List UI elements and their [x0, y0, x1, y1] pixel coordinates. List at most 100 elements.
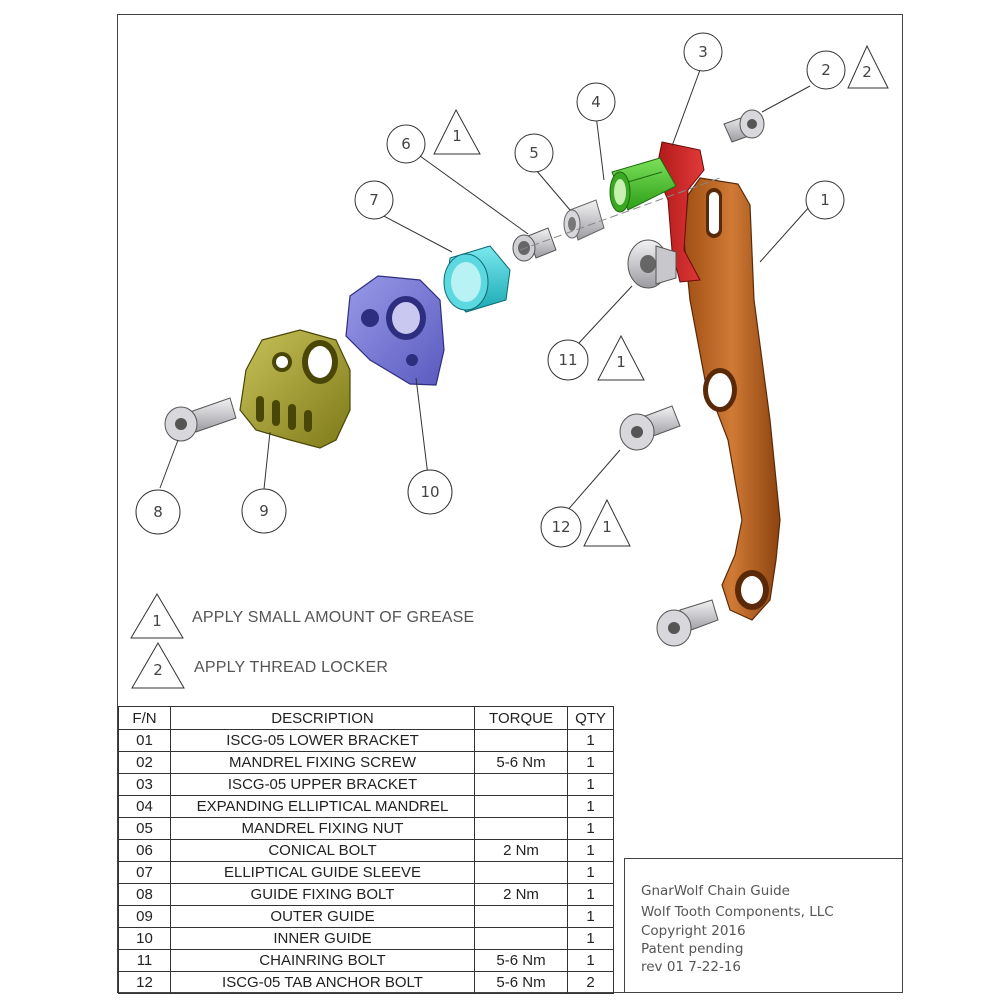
bom-cell-fn: 08 [118, 883, 171, 906]
bom-cell-qty: 1 [567, 927, 614, 950]
svg-text:6: 6 [401, 135, 411, 153]
svg-text:1: 1 [152, 612, 162, 630]
callout-1: 1 [805, 180, 845, 220]
callout-3: 3 [683, 32, 723, 72]
svg-text:APPLY THREAD LOCKER: APPLY THREAD LOCKER [194, 659, 388, 676]
bom-cell-torque: 2 Nm [474, 883, 568, 906]
bom-cell-fn: 05 [118, 817, 171, 840]
bom-header-description: DESCRIPTION [170, 706, 475, 730]
callout-2: 2 2 [806, 44, 889, 90]
tab-anchor-bolt-part-upper [619, 405, 681, 451]
bom-cell-fn: 11 [118, 949, 171, 972]
bom-cell-torque [474, 927, 568, 950]
callout-5: 5 [514, 133, 554, 173]
note-grease: 1 APPLY SMALL AMOUNT OF GREASE [130, 593, 474, 639]
svg-text:7: 7 [369, 191, 379, 209]
bom-cell-qty: 1 [567, 729, 614, 752]
bom-cell-fn: 12 [118, 971, 171, 994]
svg-text:8: 8 [153, 503, 163, 521]
bom-cell-torque [474, 795, 568, 818]
expanding-mandrel-part [609, 157, 677, 213]
callout-8: 8 [135, 489, 181, 535]
bom-cell-description: EXPANDING ELLIPTICAL MANDREL [170, 795, 475, 818]
svg-text:2: 2 [153, 661, 163, 679]
callout-11: 11 1 [547, 334, 645, 381]
svg-text:10: 10 [420, 483, 439, 501]
title-block: GnarWolf Chain Guide Wolf Tooth Componen… [624, 858, 903, 993]
note-triangle-2 [131, 642, 185, 689]
callout-9: 9 [241, 488, 287, 534]
svg-text:11: 11 [558, 351, 577, 369]
svg-text:1: 1 [820, 191, 830, 209]
bom-cell-torque: 5-6 Nm [474, 751, 568, 774]
bom-cell-fn: 03 [118, 773, 171, 796]
bom-cell-qty: 1 [567, 905, 614, 928]
mandrel-fixing-nut-part [563, 199, 605, 241]
bom-cell-torque: 2 Nm [474, 839, 568, 862]
bom-cell-qty: 1 [567, 773, 614, 796]
bom-cell-description: ISCG-05 UPPER BRACKET [170, 773, 475, 796]
note-triangle-2 [847, 44, 889, 89]
title-copyright: Copyright 2016 [641, 923, 746, 939]
bom-cell-torque: 5-6 Nm [474, 949, 568, 972]
bom-cell-description: ISCG-05 LOWER BRACKET [170, 729, 475, 752]
bom-cell-description: CONICAL BOLT [170, 839, 475, 862]
callout-10: 10 [407, 469, 453, 515]
svg-text:4: 4 [591, 93, 601, 111]
note-triangle-1 [583, 498, 631, 547]
callout-4: 4 [576, 82, 616, 122]
inner-guide-part [345, 275, 445, 386]
title-patent: Patent pending [641, 941, 744, 957]
chainring-bolt-part [627, 239, 677, 289]
svg-text:1: 1 [616, 353, 626, 371]
bom-cell-torque: 5-6 Nm [474, 971, 568, 994]
svg-text:1: 1 [602, 518, 612, 536]
bom-cell-fn: 07 [118, 861, 171, 884]
bom-cell-description: OUTER GUIDE [170, 905, 475, 928]
callout-7: 7 [354, 180, 394, 220]
bom-cell-fn: 06 [118, 839, 171, 862]
callout-6: 6 1 [386, 108, 481, 164]
bom-header-qty: QTY [567, 706, 614, 730]
title-revision: rev 01 7-22-16 [641, 959, 741, 975]
callout-12: 12 1 [540, 498, 631, 548]
bom-cell-torque [474, 773, 568, 796]
bom-header-row: F/N DESCRIPTION TORQUE QTY [118, 706, 614, 730]
bom-cell-qty: 1 [567, 883, 614, 906]
bom-cell-description: ELLIPTICAL GUIDE SLEEVE [170, 861, 475, 884]
outer-guide-part [239, 329, 351, 449]
title-company: Wolf Tooth Components, LLC [641, 904, 834, 920]
bom-cell-description: GUIDE FIXING BOLT [170, 883, 475, 906]
svg-text:2: 2 [862, 63, 872, 81]
svg-text:9: 9 [259, 502, 269, 520]
tab-anchor-bolt-part-lower [656, 599, 719, 647]
bom-cell-torque [474, 861, 568, 884]
svg-text:12: 12 [551, 518, 570, 536]
bom-cell-description: INNER GUIDE [170, 927, 475, 950]
note-triangle-1 [130, 593, 184, 639]
mandrel-fixing-screw-part [723, 109, 765, 143]
svg-text:2: 2 [821, 61, 831, 79]
bom-header-torque: TORQUE [474, 706, 568, 730]
bom-cell-description: ISCG-05 TAB ANCHOR BOLT [170, 971, 475, 994]
guide-fixing-bolt-part [164, 397, 237, 442]
bom-cell-fn: 04 [118, 795, 171, 818]
bom-header-fn: F/N [118, 706, 171, 730]
bom-cell-description: MANDREL FIXING SCREW [170, 751, 475, 774]
bom-cell-fn: 01 [118, 729, 171, 752]
bom-cell-torque [474, 817, 568, 840]
note-triangle-1 [433, 108, 481, 155]
bom-cell-description: CHAINRING BOLT [170, 949, 475, 972]
